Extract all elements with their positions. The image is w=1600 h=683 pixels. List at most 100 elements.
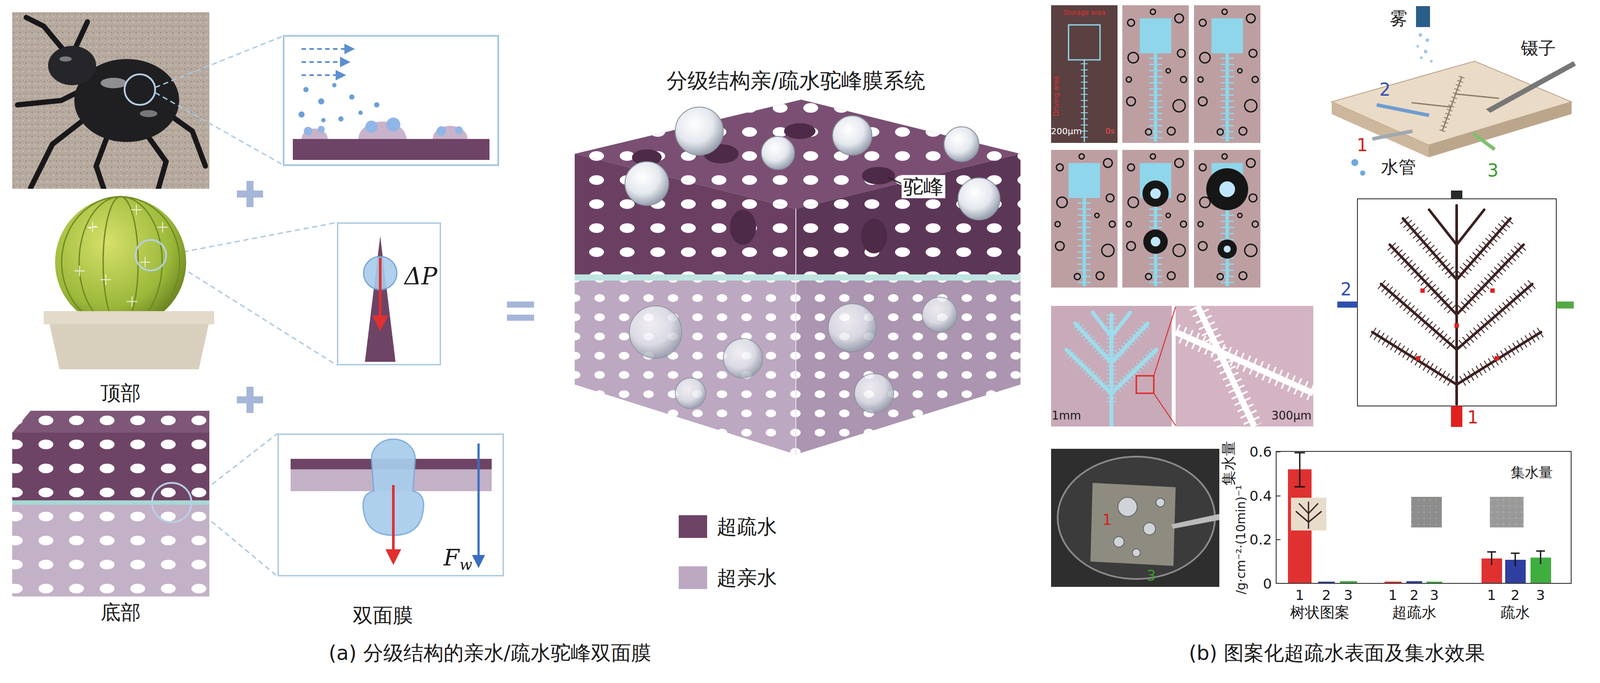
- axis-tick: 2: [1510, 587, 1520, 604]
- inset-box: ΔP: [336, 222, 441, 366]
- test-device: [1411, 76, 1500, 132]
- bar-chart: [1299, 452, 1301, 487]
- fog-collection-inset: [298, 83, 380, 123]
- cactus: [43, 311, 215, 325]
- collection-photo: [1090, 482, 1176, 566]
- plus-sign: [236, 180, 264, 414]
- axis-tick: 3: [1343, 587, 1353, 604]
- tree-micrograph-zoom: [1175, 332, 1314, 394]
- tree-pattern-diagram: [1389, 244, 1457, 315]
- tree-micrograph: [1051, 305, 1172, 427]
- scale-bar-label: 1mm: [1051, 409, 1081, 423]
- bar-chart: [1411, 496, 1442, 528]
- micrograph-series: [1223, 245, 1231, 253]
- bar-chart: [1540, 551, 1542, 565]
- micrograph-series: [1122, 149, 1189, 288]
- tree-pattern-diagram: [1450, 406, 1463, 427]
- fog-collection-inset: [454, 126, 463, 135]
- tree-pattern-diagram: [1462, 332, 1541, 382]
- micrograph-label: Storage area: [1063, 9, 1106, 17]
- hump-membrane-cube: [574, 99, 1021, 455]
- hump-membrane-cube: [922, 297, 958, 333]
- fog-collection-inset: [283, 35, 499, 166]
- chart-frame: 集水量: [1275, 451, 1572, 584]
- test-device: [1442, 76, 1462, 132]
- membrane-block: [12, 432, 210, 501]
- janus-inset: [290, 439, 492, 562]
- test-device: [1372, 131, 1413, 139]
- micrograph-series: [1142, 168, 1249, 259]
- hump-membrane-cube: [574, 280, 796, 455]
- janus-inset: [392, 485, 395, 558]
- legend-text: 超亲水: [716, 566, 778, 590]
- bar-chart: [1487, 551, 1496, 553]
- tree-pattern-diagram: [1455, 205, 1458, 405]
- equals-sign: [506, 301, 535, 321]
- bar-chart: [1294, 486, 1305, 488]
- collection-photo: [1113, 536, 1125, 548]
- hump-membrane-cube: [574, 153, 796, 275]
- tree-pattern-diagram: [1416, 356, 1421, 361]
- fog-collection-inset: [301, 121, 468, 139]
- collection-photo: [1113, 497, 1165, 557]
- fog-collection-inset: [283, 35, 499, 166]
- tree-micrograph: [1109, 314, 1114, 427]
- hump-membrane-cube: [574, 274, 1021, 281]
- cactus: [74, 265, 85, 277]
- callout-number: 2: [1340, 279, 1352, 300]
- bar-chart: [1489, 496, 1524, 528]
- tree-pattern-diagram: [1381, 284, 1457, 350]
- test-device: [1351, 159, 1366, 176]
- tree-micrograph: [1106, 314, 1117, 403]
- membrane-block: [12, 432, 210, 501]
- collection-photo: [1117, 497, 1138, 517]
- hump-membrane-cube: [723, 338, 763, 379]
- callout-number: 3: [1487, 160, 1499, 181]
- axis-tick: 0.4: [1249, 488, 1272, 505]
- fog-collection-inset: [365, 120, 378, 133]
- cone-inset: [363, 236, 397, 362]
- part-label: 顶部: [100, 381, 141, 405]
- tree-micrograph-zoom: [1175, 305, 1314, 427]
- leader-line: [155, 35, 284, 88]
- hump-membrane-cube: [795, 153, 1021, 275]
- micrograph-series: [1206, 168, 1249, 211]
- micrograph-series: [1193, 149, 1261, 288]
- micrograph-series: [1150, 236, 1161, 247]
- fog-collection-inset: [318, 98, 325, 105]
- beetle-photo: [26, 17, 66, 53]
- legend-swatch: [678, 566, 708, 590]
- fog-collection-inset: [386, 117, 401, 132]
- tree-micrograph: [1111, 312, 1131, 337]
- fog-collection-inset: [303, 86, 309, 93]
- hump-membrane-cube: [854, 373, 894, 414]
- beetle-photo: [139, 110, 158, 118]
- panel-caption: (b) 图案化超疏水表面及集水效果: [1188, 641, 1486, 665]
- hump-membrane-cube: [861, 166, 896, 185]
- node-text: 集水量: [1510, 464, 1553, 481]
- tree-pattern-diagram: [1372, 218, 1541, 382]
- cactus: [61, 196, 180, 328]
- membrane-block: [12, 504, 210, 597]
- test-device: [1411, 102, 1451, 108]
- leader-line: [155, 92, 284, 166]
- tree-pattern-diagram: [1456, 244, 1524, 315]
- cactus: [74, 204, 168, 307]
- tree-pattern-diagram: [1454, 323, 1459, 328]
- collection-photo: [1143, 522, 1156, 535]
- axis-tick: 1: [1487, 587, 1496, 604]
- axis-tick: 1: [1388, 587, 1398, 604]
- test-device: [1376, 104, 1430, 116]
- group-label: 疏水: [1500, 603, 1531, 622]
- tree-micrograph-zoom: [1175, 305, 1314, 427]
- axis-tick: 3: [1429, 587, 1439, 604]
- cactus: [135, 239, 167, 271]
- beetle-photo: [12, 12, 210, 189]
- tree-pattern-diagram: [1357, 198, 1557, 407]
- hump-membrane-cube: [574, 153, 796, 275]
- hump-membrane-cube: [675, 378, 706, 409]
- beetle-photo: [144, 131, 167, 189]
- bar-chart: [1411, 496, 1442, 528]
- bar-chart: [1339, 557, 1552, 584]
- cactus: [87, 222, 98, 233]
